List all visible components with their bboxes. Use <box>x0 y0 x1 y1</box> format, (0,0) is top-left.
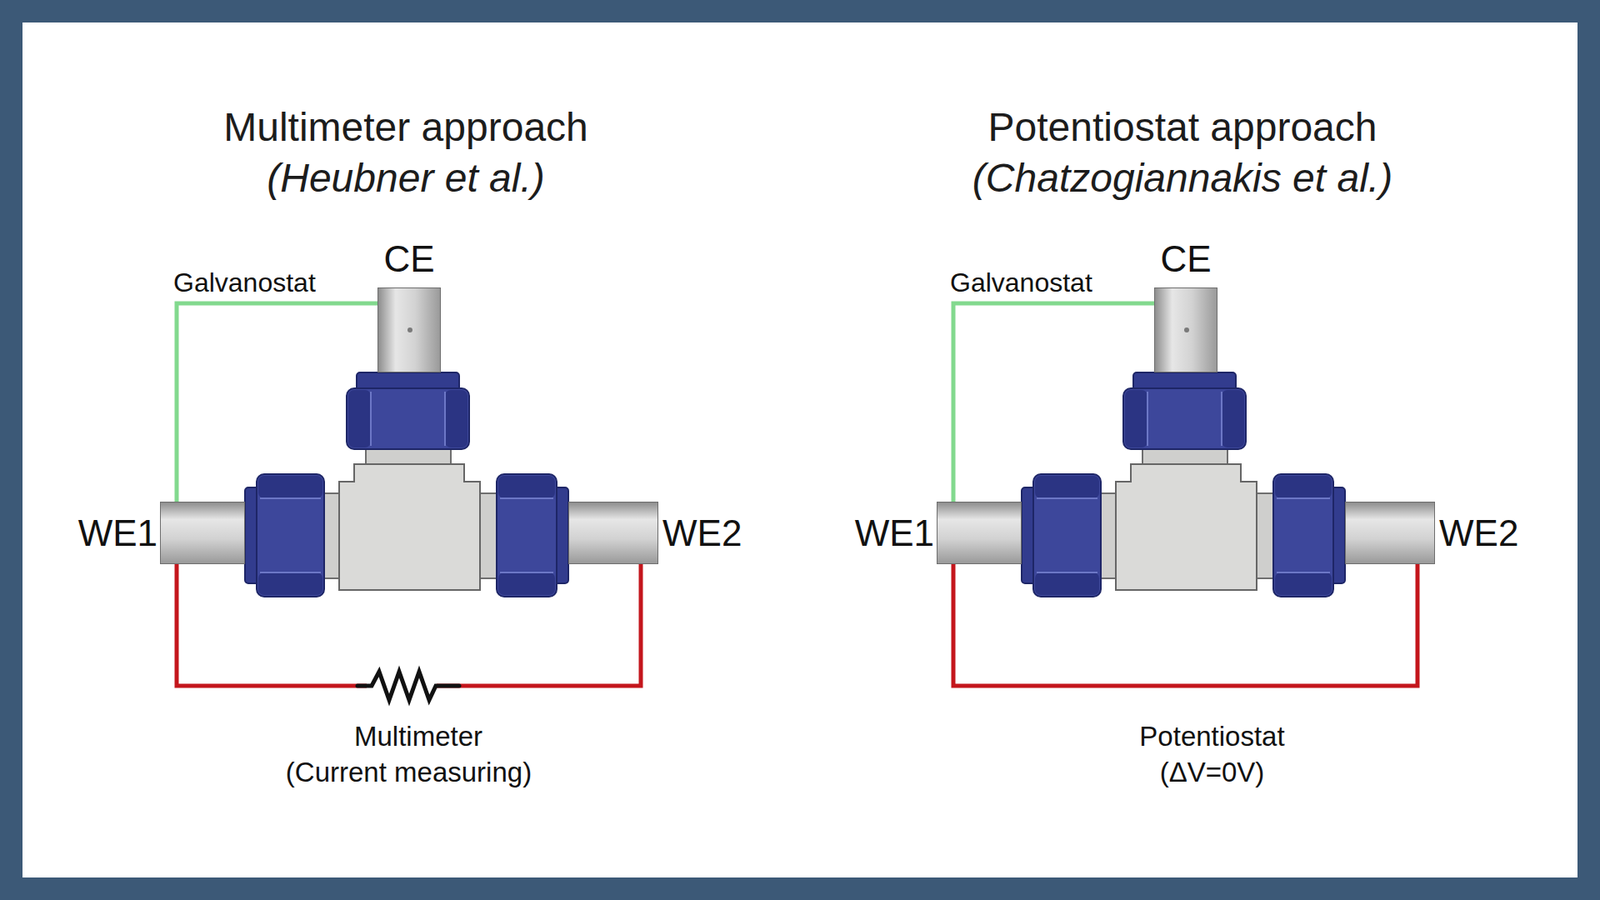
union-ring <box>478 493 498 579</box>
instrument-label: Multimeter (Current measuring) <box>283 719 535 791</box>
nut-edge <box>444 391 446 446</box>
electrode-label: CE <box>1160 237 1211 282</box>
nut-face <box>1035 475 1100 499</box>
tee-fitting <box>1021 372 1345 597</box>
card-background <box>22 22 1578 878</box>
nut-face <box>1221 390 1245 448</box>
nut-edge <box>1276 497 1330 500</box>
measurement-wire <box>176 564 641 686</box>
nut-face <box>1275 475 1332 499</box>
nut-edge <box>1146 391 1149 446</box>
resistor-zigzag <box>357 671 460 700</box>
nut-face <box>348 390 371 448</box>
electrode-label: WE1 <box>78 510 158 555</box>
nut-edge <box>1220 391 1223 446</box>
electrode-label: WE2 <box>1439 510 1519 555</box>
electrode-label: WE1 <box>855 510 935 555</box>
electrode-label: WE2 <box>662 510 742 555</box>
instrument-label: Galvanostat <box>173 266 316 299</box>
nut-edge <box>500 497 554 500</box>
tee-body <box>339 464 480 590</box>
hex-nut <box>346 388 470 450</box>
tube-dot <box>1184 327 1190 333</box>
nut-face <box>1035 572 1100 595</box>
instrument-label: Galvanostat <box>950 266 1093 299</box>
panel-title: Potentiostat approach <box>832 103 1533 152</box>
electrode-tube: WE1 <box>936 501 1022 565</box>
instrument-label: Potentiostat (ΔV=0V) <box>1126 719 1298 791</box>
hex-nut <box>496 474 557 597</box>
nut-edge <box>500 571 554 574</box>
hex-nut <box>256 474 325 597</box>
galvanostat-wire <box>953 303 1155 502</box>
union-ring <box>1255 493 1275 579</box>
union-ring <box>1142 447 1228 466</box>
electrode-tube: WE1 <box>160 501 245 565</box>
tee-body <box>1115 464 1257 590</box>
electrode-tube: CE <box>1154 287 1218 373</box>
nut-edge <box>370 391 372 446</box>
electrode-tube: WE2 <box>1345 501 1435 565</box>
nut-edge <box>260 497 321 500</box>
resistor-symbol <box>357 671 460 700</box>
nut-face <box>258 475 323 499</box>
citation-label: (Chatzogiannakis et al.) <box>832 154 1533 203</box>
citation-label: (Heubner et al.) <box>55 154 756 203</box>
nut-edge <box>1036 571 1098 574</box>
nut-face <box>1125 390 1148 448</box>
nut-face <box>1275 572 1332 595</box>
hex-nut <box>1123 388 1246 450</box>
measurement-wire <box>953 564 1418 686</box>
nut-face <box>498 475 555 499</box>
electrode-tube: WE2 <box>568 501 659 565</box>
nut-face <box>498 572 555 595</box>
hex-nut <box>1273 474 1334 597</box>
tube-dot <box>407 327 413 333</box>
nut-edge <box>1276 571 1330 574</box>
tee-fitting <box>245 372 569 597</box>
electrode-tube: CE <box>377 287 441 373</box>
nut-edge <box>1036 497 1098 500</box>
nut-face <box>258 572 323 595</box>
hex-nut <box>1033 474 1101 597</box>
panel-title: Multimeter approach <box>55 103 756 152</box>
galvanostat-wire <box>176 303 378 502</box>
nut-face <box>445 390 468 448</box>
nut-edge <box>260 571 321 574</box>
union-ring <box>365 447 451 466</box>
electrode-label: CE <box>383 237 435 282</box>
